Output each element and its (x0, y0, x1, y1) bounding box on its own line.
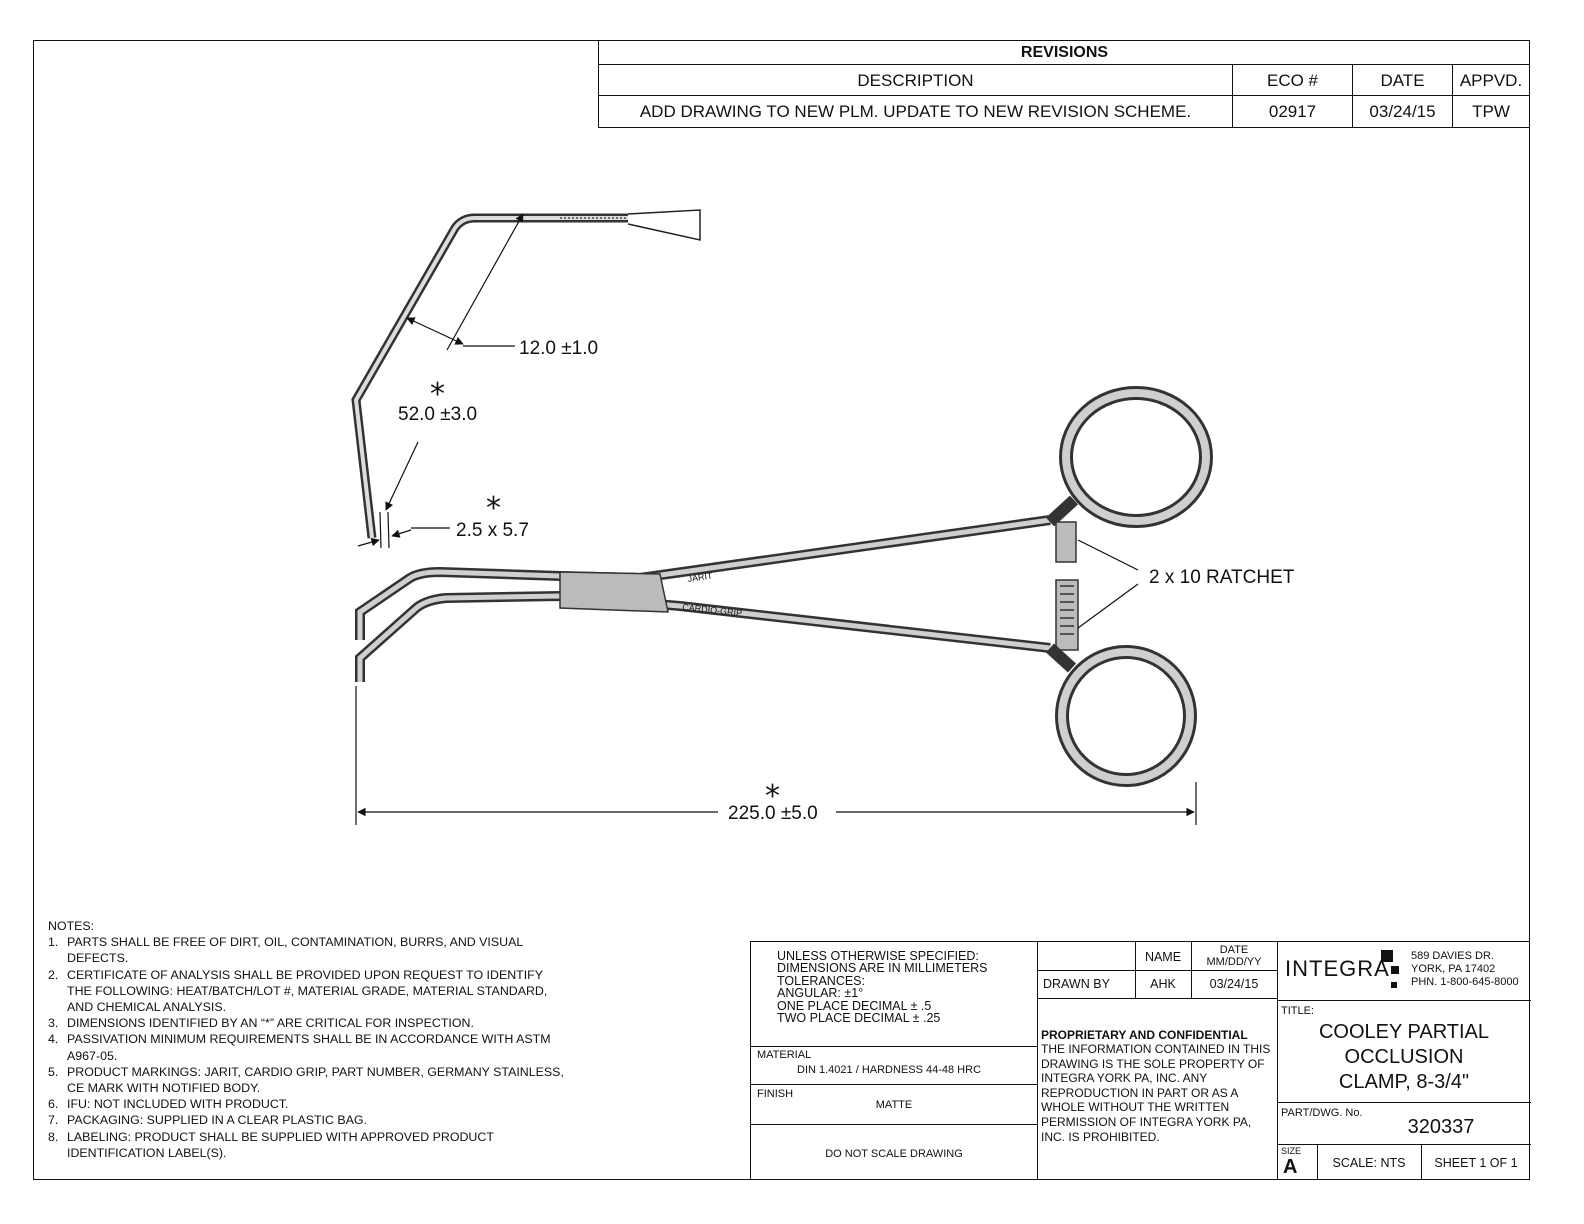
name-header: NAME (1144, 950, 1182, 964)
revisions-title: REVISIONS (599, 40, 1530, 65)
drawn-by-date: 03/24/15 (1209, 977, 1259, 991)
title-block: UNLESS OTHERWISE SPECIFIED: DIMENSIONS A… (750, 941, 1531, 1180)
note-item: 8.LABELING: PRODUCT SHALL BE SUPPLIED WI… (48, 1129, 494, 1160)
finish-label: FINISH (757, 1088, 794, 1100)
material-value: DIN 1.4021 / HARDNESS 44-48 HRC (797, 1064, 982, 1076)
drawing-title: COOLEY PARTIAL OCCLUSION CLAMP, 8-3/4" (1318, 1021, 1490, 1093)
note-item: 3.DIMENSIONS IDENTIFIED BY AN “*” ARE CR… (48, 1016, 474, 1031)
critical-star-jaw-length: * (430, 377, 445, 412)
proprietary-text: THE INFORMATION CONTAINED IN THIS DRAWIN… (1041, 1042, 1271, 1144)
sheet-value: SHEET 1 OF 1 (1434, 1156, 1518, 1170)
jaw-side-view (351, 209, 701, 539)
note-item: 7.PACKAGING: SUPPLIED IN A CLEAR PLASTIC… (48, 1113, 367, 1128)
title-label: TITLE: (1281, 1005, 1315, 1017)
marking-jarit: JARIT (687, 571, 714, 584)
drawn-by-label: DRAWN BY (1043, 977, 1110, 991)
finish-value: MATTE (875, 1099, 913, 1111)
revisions-header-description: DESCRIPTION (599, 65, 1233, 95)
revisions-header-row: DESCRIPTION ECO # DATE APPVD. (599, 65, 1530, 96)
clamp-main-view (355, 386, 1213, 787)
revisions-header-eco: ECO # (1233, 65, 1353, 95)
dim-ratchet: 2 x 10 RATCHET (1149, 567, 1295, 588)
jaw-dimension-lines (357, 213, 524, 549)
note-item: 6.IFU: NOT INCLUDED WITH PRODUCT. (48, 1097, 289, 1112)
drawn-by-name: AHK (1150, 977, 1176, 991)
revision-approved: TPW (1472, 102, 1510, 121)
scale-value: SCALE: NTS (1332, 1156, 1406, 1170)
company-logo-text: INTEGRA (1285, 956, 1390, 981)
dim-jaw-length: 52.0 ±3.0 (398, 404, 477, 425)
company-address: 589 DAVIES DR. YORK, PA 17402 PHN. 1-800… (1411, 950, 1519, 988)
notes-block: NOTES: 1.PARTS SHALL BE FREE OF DIRT, OI… (48, 918, 568, 1161)
ratchet-leader-lines (1077, 539, 1139, 629)
dim-overall-length: 225.0 ±5.0 (728, 803, 818, 824)
revision-eco: 02917 (1233, 96, 1353, 127)
revisions-table: REVISIONS DESCRIPTION ECO # DATE APPVD. … (598, 40, 1530, 128)
notes-title: NOTES: (48, 919, 95, 933)
size-value: A (1283, 1156, 1298, 1178)
note-item: 4.PASSIVATION MINIMUM REQUIREMENTS SHALL… (48, 1032, 551, 1063)
critical-star-overall: * (765, 779, 780, 814)
part-number-label: PART/DWG. No. (1281, 1107, 1363, 1119)
critical-star-tip: * (486, 491, 501, 526)
revisions-header-date: DATE (1353, 65, 1453, 95)
part-number: 320337 (1407, 1116, 1475, 1138)
tolerance-spec: UNLESS OTHERWISE SPECIFIED: DIMENSIONS A… (777, 949, 988, 1026)
material-label: MATERIAL (757, 1049, 812, 1061)
company-logo-mark (1391, 982, 1397, 988)
note-item: 2.CERTIFICATE OF ANALYSIS SHALL BE PROVI… (48, 967, 548, 1015)
revision-description: ADD DRAWING TO NEW PLM. UPDATE TO NEW RE… (599, 96, 1233, 127)
dim-tip: 2.5 x 5.7 (456, 520, 529, 541)
marking-cardio-grip: CARDIO-GRIP (682, 602, 743, 618)
note-item: 1.PARTS SHALL BE FREE OF DIRT, OIL, CONT… (48, 935, 523, 966)
note-item: 5.PRODUCT MARKINGS: JARIT, CARDIO GRIP, … (48, 1064, 564, 1096)
do-not-scale-note: DO NOT SCALE DRAWING (825, 1148, 963, 1160)
revisions-row: ADD DRAWING TO NEW PLM. UPDATE TO NEW RE… (599, 96, 1530, 127)
date-header: DATE MM/DD/YY (1206, 944, 1262, 968)
revision-date: 03/24/15 (1353, 96, 1453, 127)
overall-length-dimension (355, 686, 1197, 825)
dim-jaw-width: 12.0 ±1.0 (519, 338, 598, 359)
revisions-header-approved: APPVD. (1459, 71, 1523, 90)
size-label: SIZE (1281, 1146, 1302, 1156)
company-logo-mark (1381, 950, 1393, 962)
proprietary-title: PROPRIETARY AND CONFIDENTIAL (1041, 1028, 1248, 1042)
company-logo-mark (1391, 966, 1399, 974)
drawing-border (33, 40, 1530, 1180)
